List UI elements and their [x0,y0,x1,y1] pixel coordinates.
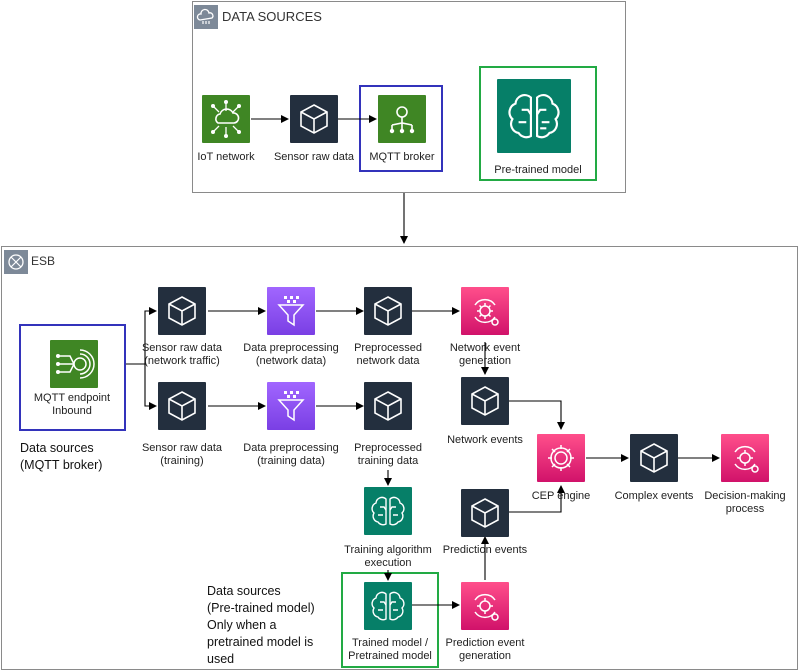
edge-endpoint-rawtrain [126,363,157,410]
iot-network-icon [202,95,250,143]
sensor-raw-training-icon [158,382,206,430]
preprocessing-network-label-2: (network data) [255,355,327,367]
training-algorithm-label-1: Training algorithm [344,544,432,556]
preprocessed-training-icon [364,382,412,430]
complex-events-label: Complex events [614,490,694,502]
pretrained-model-label: Pre-trained model [494,164,582,176]
preprocessed-training-label-2: training data [357,455,419,467]
mqtt-broker-icon [378,95,426,143]
preprocessed-network-label-2: network data [356,355,420,367]
preprocessing-network-icon [267,287,315,335]
training-algorithm-label-2: execution [364,557,412,569]
sensor-raw-network-label-1: Sensor raw data [141,342,223,354]
trained-model-label-2: Pretrained model [348,650,432,662]
mqtt-endpoint-label-line2: Inbound [52,405,92,417]
prediction-event-generation-label-2: generation [459,650,511,662]
sensor-raw-data-label: Sensor raw data [273,151,355,163]
mqtt-broker-label: MQTT broker [369,151,435,163]
trained-model-icon [364,582,412,630]
edge-predictionevents-cep [508,485,565,513]
cloud-group-icon [194,5,218,29]
cep-engine-label: CEP engine [531,490,591,502]
data-sources-title: DATA SOURCES [222,9,322,24]
preprocessing-training-icon [267,382,315,430]
esb-group [1,246,798,670]
mqtt-endpoint-highlight [19,324,126,431]
mqtt-endpoint-icon [50,340,98,388]
prediction-event-generation-icon [461,582,509,630]
prediction-events-icon [461,489,509,537]
preprocessing-training-label-1: Data preprocessing [243,442,339,454]
mqtt-endpoint-label-line1: MQTT endpoint [33,392,111,404]
network-event-generation-label-2: generation [459,355,511,367]
preprocessing-network-label-1: Data preprocessing [243,342,339,354]
sensor-raw-network-icon [158,287,206,335]
preprocessed-network-label-1: Preprocessed [354,342,422,354]
preprocessing-training-label-2: (training data) [257,455,325,467]
prediction-events-label: Prediction events [442,544,528,556]
note-mqtt-line1: Data sources [20,441,94,455]
prediction-event-generation-label-1: Prediction event [445,637,525,649]
sensor-raw-training-label-1: Sensor raw data [141,442,223,454]
pretrained-model-highlight [479,66,597,181]
mqtt-broker-highlight [359,85,443,172]
edge-networkevents-cep [508,400,565,430]
esb-group-icon [4,250,28,274]
network-event-generation-label-1: Network event [449,342,521,354]
decision-making-label-2: process [725,503,765,515]
iot-network-label: IoT network [197,151,255,163]
sensor-raw-training-label-2: (training) [160,455,204,467]
note-pretrained-line2: (Pre-trained model) [207,601,315,615]
decision-making-label-1: Decision-making [704,490,786,502]
pretrained-model-icon [497,79,571,153]
training-algorithm-icon [364,487,412,535]
note-pretrained-line5: used [207,652,235,666]
preprocessed-network-icon [364,287,412,335]
cep-engine-icon [537,434,585,482]
preprocessed-training-label-1: Preprocessed [354,442,422,454]
data-sources-group [192,1,626,193]
note-mqtt-line2: (MQTT broker) [20,458,103,472]
network-events-label: Network events [447,434,523,446]
decision-making-icon [721,434,769,482]
note-pretrained-line1: Data sources [207,584,281,598]
network-event-generation-icon [461,287,509,335]
esb-title: ESB [31,254,56,268]
sensor-raw-network-label-2: (network traffic) [144,355,220,367]
complex-events-icon [630,434,678,482]
note-pretrained-line3: Only when a [207,618,277,632]
network-events-icon [461,377,509,425]
note-pretrained-line4: pretrained model is [207,635,314,649]
sensor-raw-data-icon [290,95,338,143]
trained-model-label-1: Trained model / [351,637,429,649]
